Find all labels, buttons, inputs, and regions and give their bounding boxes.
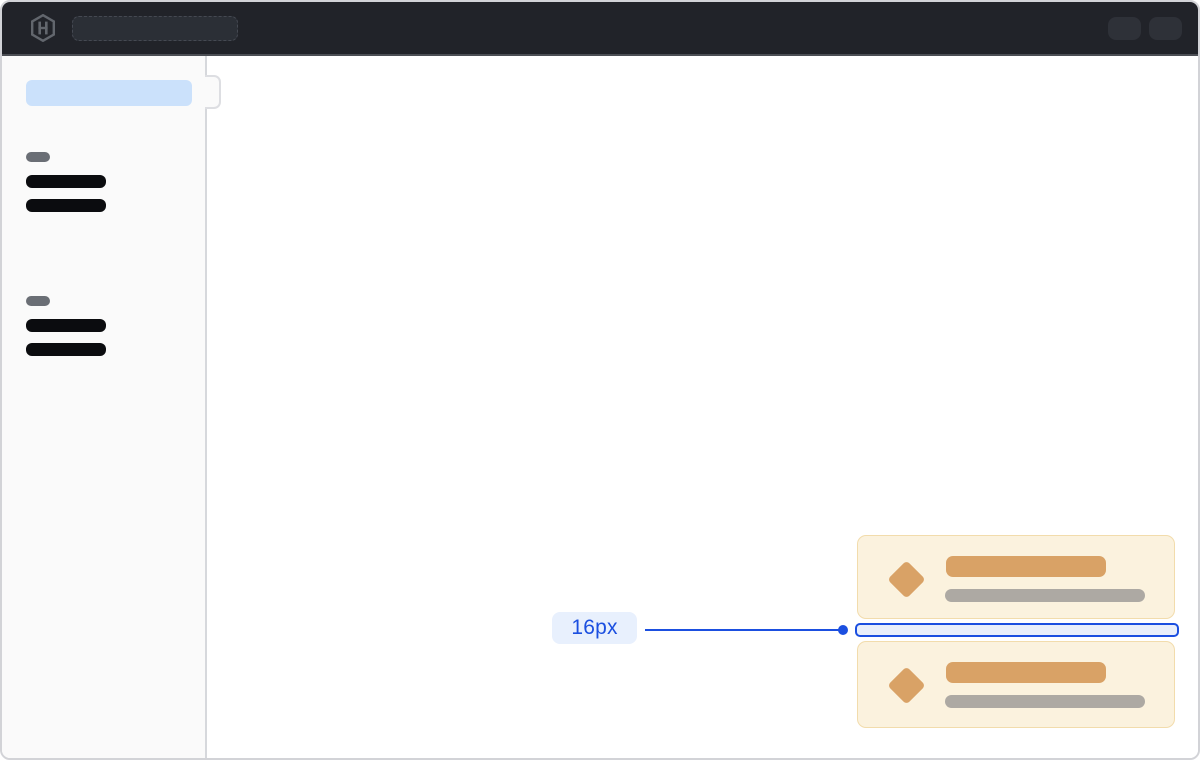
list-item-card-1[interactable] <box>857 535 1175 619</box>
sidebar-group-1 <box>26 152 106 223</box>
diamond-icon <box>887 666 926 705</box>
card-title-skeleton <box>946 662 1106 683</box>
sidebar-section-label-skeleton <box>26 296 50 306</box>
card-title-skeleton <box>946 556 1106 577</box>
sidebar <box>2 56 207 758</box>
top-navigation-bar <box>2 2 1198 56</box>
sidebar-section-label-skeleton <box>26 152 50 162</box>
annotation-line <box>645 629 843 631</box>
card-subtitle-skeleton <box>945 695 1145 708</box>
sidebar-item-skeleton[interactable] <box>26 319 106 332</box>
hashicorp-logo-icon <box>28 13 58 43</box>
topbar-action-button-1[interactable] <box>1108 16 1141 40</box>
search-input[interactable] <box>72 15 238 41</box>
sidebar-group-2 <box>26 296 106 367</box>
spacing-value-label: 16px <box>552 612 637 644</box>
sidebar-item-skeleton[interactable] <box>26 343 106 356</box>
card-subtitle-skeleton <box>945 589 1145 602</box>
topbar-action-button-2[interactable] <box>1149 16 1182 40</box>
main-content: 16px <box>207 56 1198 758</box>
sidebar-item-selected[interactable] <box>26 80 192 106</box>
annotation-dot <box>838 625 848 635</box>
sidebar-item-skeleton[interactable] <box>26 175 106 188</box>
spacing-gap-highlight <box>855 623 1179 637</box>
diamond-icon <box>887 560 926 599</box>
sidebar-toggle-tab[interactable] <box>205 75 221 109</box>
sidebar-item-skeleton[interactable] <box>26 199 106 212</box>
list-item-card-2[interactable] <box>857 641 1175 728</box>
